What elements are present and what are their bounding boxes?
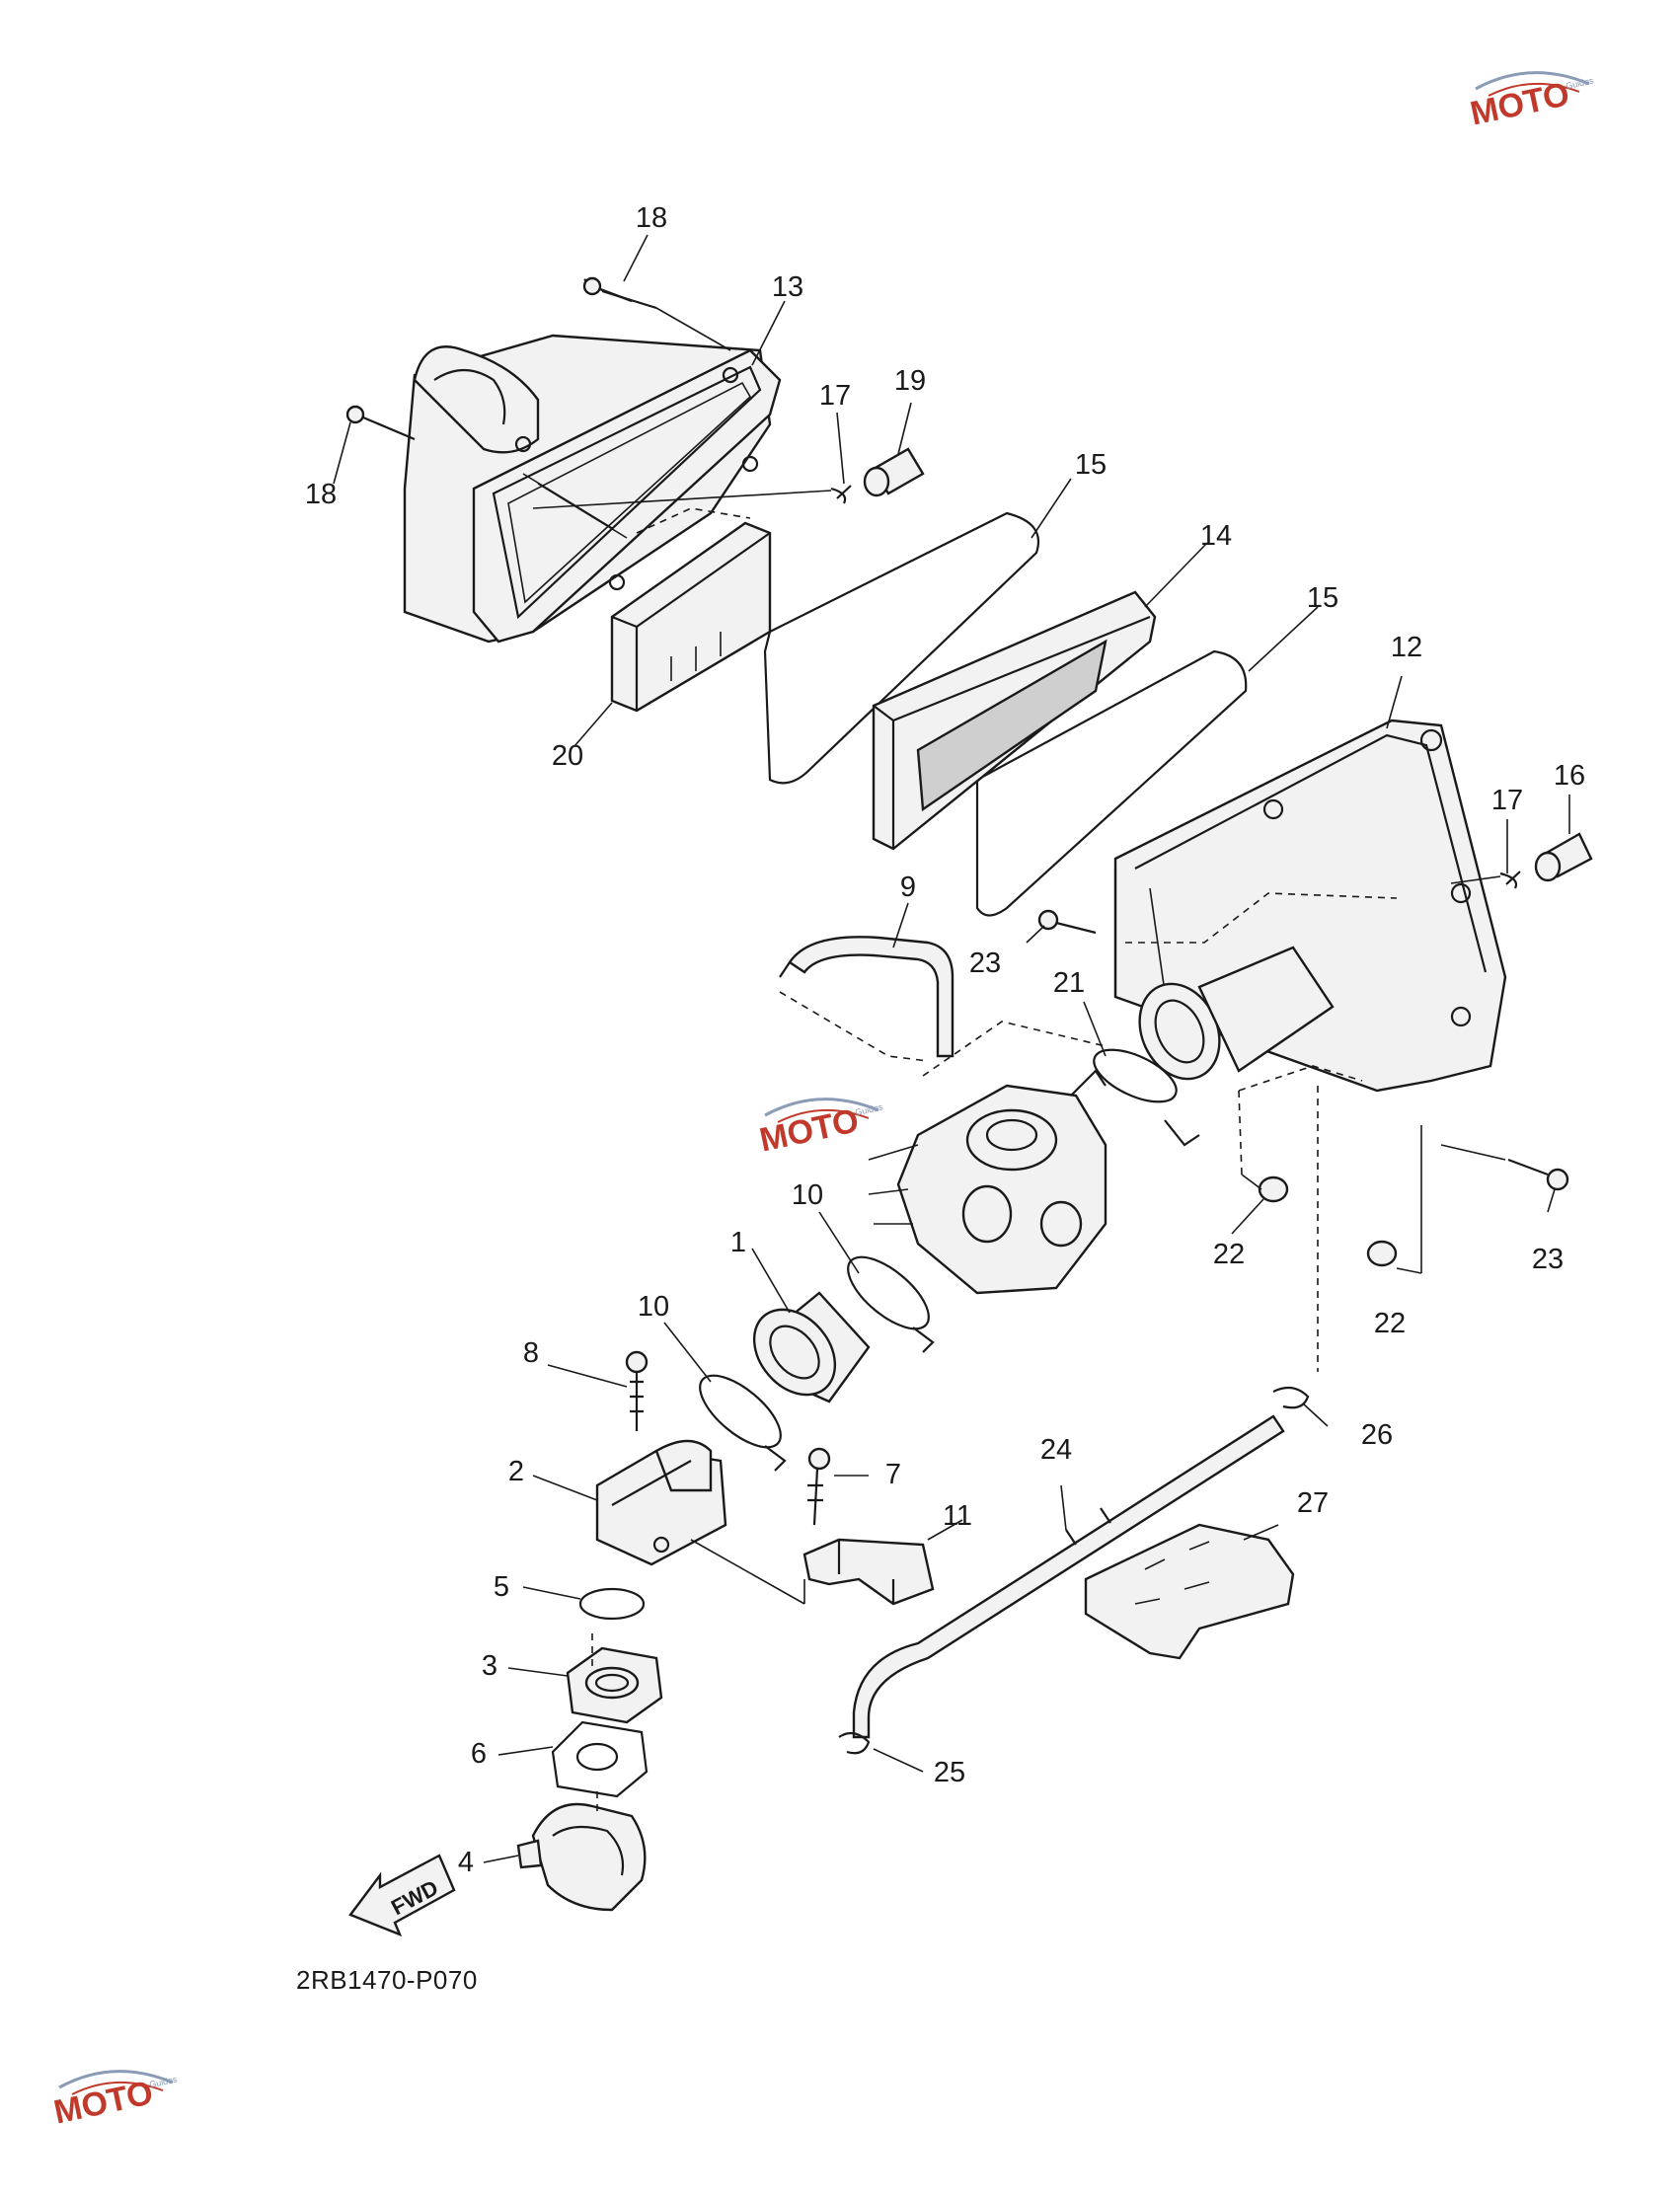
part-5-o-ring xyxy=(578,1587,646,1621)
dashed-line-carb xyxy=(922,1021,1107,1077)
callout-label: 6 xyxy=(471,1738,487,1770)
part-15-gasket-lower xyxy=(975,649,1248,917)
callout-label: 10 xyxy=(638,1291,669,1323)
callout-label: 12 xyxy=(1391,632,1422,663)
dashed-line-12 xyxy=(1125,892,1398,944)
part-16-drain-plug xyxy=(1534,832,1593,882)
part-18-screw-upper xyxy=(582,276,657,310)
part-22-grommet-lower xyxy=(1366,1125,1422,1274)
part-14-filter-element xyxy=(872,590,1157,851)
part-23-bolt-lower xyxy=(1507,1158,1569,1191)
callout-label: 14 xyxy=(1200,520,1232,552)
part-22-grommet-upper xyxy=(1238,1090,1289,1203)
part-10-clamp-lower xyxy=(699,1374,787,1472)
callout-label: 23 xyxy=(969,948,1001,979)
callout-label: 5 xyxy=(494,1571,509,1603)
callout-label: 1 xyxy=(730,1227,746,1258)
callout-label: 22 xyxy=(1213,1239,1245,1270)
part-21-joint xyxy=(1138,946,1335,1081)
part-21-clamp xyxy=(1093,1048,1200,1147)
part-27-plate xyxy=(1084,1523,1295,1660)
line-2-to-11 xyxy=(690,1539,805,1605)
part-25-clip xyxy=(838,1731,871,1755)
dashed-line-9 xyxy=(779,991,929,1062)
part-23-bolt-upper xyxy=(1037,909,1097,935)
part-19-drain-plug xyxy=(863,447,925,497)
part-3-insulator xyxy=(566,1646,663,1724)
callout-label: 27 xyxy=(1297,1487,1329,1519)
leader-23-lower-line xyxy=(1440,1144,1506,1161)
callout-label: 3 xyxy=(482,1650,497,1682)
dashed-line-21 xyxy=(1238,1065,1363,1092)
part-2-intake-manifold xyxy=(595,1439,727,1566)
part-4-duct xyxy=(516,1802,647,1912)
watermark-logo-bottom-left: MOTO Guides xyxy=(50,2070,179,2132)
callout-label: 24 xyxy=(1040,1434,1072,1466)
part-15-gasket-upper xyxy=(763,511,1040,785)
leader-part-18-upper xyxy=(655,307,731,351)
callout-label: 17 xyxy=(1491,785,1523,816)
part-17-clip-right xyxy=(1499,871,1521,889)
part-9-breather-hose xyxy=(779,936,955,1058)
callout-label: 26 xyxy=(1361,1419,1393,1451)
callout-label: 18 xyxy=(305,479,337,510)
callout-label: 19 xyxy=(894,365,926,397)
callout-label: 4 xyxy=(458,1847,474,1878)
watermark-logo-top-right: MOTO Guides xyxy=(1467,71,1595,133)
callout-label: 7 xyxy=(885,1459,901,1490)
part-6-gasket xyxy=(551,1720,649,1798)
part-24-drain-hose xyxy=(852,1414,1285,1739)
forward-direction-arrow: FWD xyxy=(348,1854,456,1937)
callout-label: 9 xyxy=(900,872,916,903)
callout-labels: 1 2 3 4 5 6 7 8 9 10 10 11 12 13 14 15 1… xyxy=(305,202,1585,1878)
callout-label: 13 xyxy=(772,271,803,303)
callout-label: 8 xyxy=(523,1337,539,1369)
part-17-clip-upper xyxy=(830,485,852,504)
part-26-clip xyxy=(1272,1386,1310,1409)
callout-label: 17 xyxy=(819,380,851,412)
callout-label: 18 xyxy=(636,202,667,234)
callout-label: 15 xyxy=(1075,449,1107,481)
callout-label: 15 xyxy=(1307,582,1338,614)
watermark-logo-middle: MOTO Guides xyxy=(756,1098,884,1160)
callout-label: 11 xyxy=(943,1500,972,1532)
callout-label: 2 xyxy=(508,1456,524,1487)
callout-label: 16 xyxy=(1554,760,1585,792)
callout-label: 23 xyxy=(1532,1244,1564,1275)
part-18-screw-lower xyxy=(345,405,416,441)
callout-label: 25 xyxy=(934,1757,965,1788)
part-7-bolt xyxy=(807,1447,831,1526)
callout-label: 21 xyxy=(1053,967,1085,999)
callout-label: 20 xyxy=(552,740,583,772)
callout-label: 10 xyxy=(792,1179,823,1211)
dashed-center-line xyxy=(591,1633,598,1816)
throttle-body-assembly xyxy=(868,1069,1107,1295)
leader-17-right-line xyxy=(1450,875,1501,884)
diagram-code: 2RB1470-P070 xyxy=(296,1965,478,1995)
leader-part-17-upper-line xyxy=(532,490,832,509)
part-8-bolt xyxy=(625,1350,649,1431)
part-13-airbox-cover xyxy=(403,334,782,644)
callout-label: 22 xyxy=(1374,1308,1406,1339)
part-1-intake-joint xyxy=(752,1291,871,1403)
callout-leaders xyxy=(333,234,1570,1863)
part-11-bracket xyxy=(802,1538,935,1606)
